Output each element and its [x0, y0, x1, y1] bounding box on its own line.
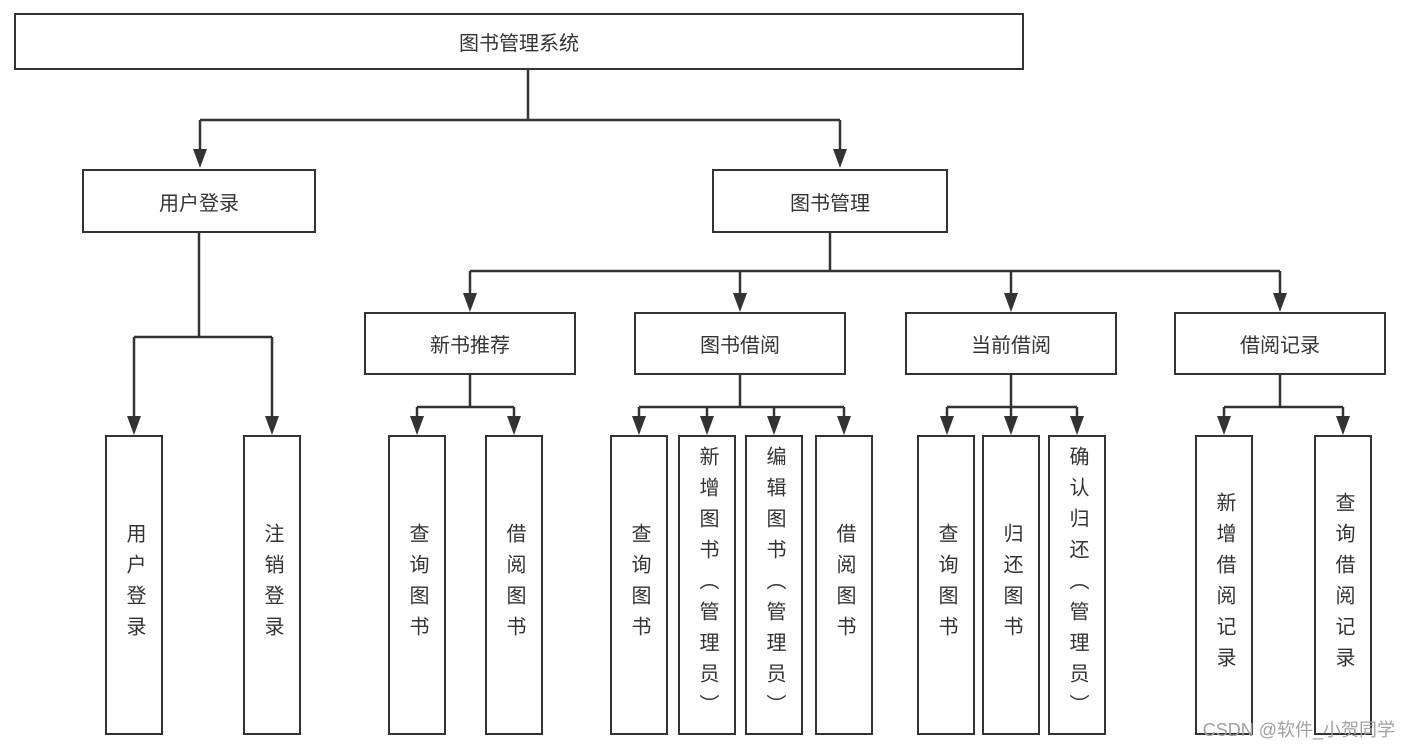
- arrowhead: [733, 293, 747, 312]
- arrowhead: [1004, 293, 1018, 312]
- leaf-label: 借阅图书: [503, 523, 525, 647]
- leaf-label: 注销登录: [261, 523, 283, 647]
- arrowhead: [1004, 416, 1018, 435]
- leaf-logout: 注销登录: [243, 435, 301, 735]
- arrowhead: [767, 416, 781, 435]
- leaf-borrow-books: 借阅图书: [815, 435, 873, 735]
- leaf-label: 编辑图书（管理员）: [763, 445, 785, 725]
- node-book-borrowing: 图书借阅: [634, 312, 846, 375]
- leaf-label: 查询图书: [935, 523, 957, 647]
- arrowhead: [127, 416, 141, 435]
- leaf-label: 借阅图书: [833, 523, 855, 647]
- arrowhead: [463, 293, 477, 312]
- node-new-book-recommendation: 新书推荐: [364, 312, 576, 375]
- arrowhead: [700, 416, 714, 435]
- node-borrowing-records: 借阅记录: [1174, 312, 1386, 375]
- edge-borrowing-records-to-leaves: [1222, 375, 1345, 419]
- arrowhead: [837, 416, 851, 435]
- leaf-add-books-admin: 新增图书（管理员）: [678, 435, 736, 735]
- leaf-label: 确认归还（管理员）: [1066, 445, 1088, 725]
- arrowhead: [410, 416, 424, 435]
- edge-new-books-to-leaves: [415, 375, 516, 419]
- leaf-query-books-current: 查询图书: [917, 435, 975, 735]
- leaf-label: 用户登录: [123, 523, 145, 647]
- leaf-label: 新增借阅记录: [1213, 492, 1235, 678]
- node-library-system: 图书管理系统: [14, 13, 1024, 70]
- arrowhead: [1070, 416, 1084, 435]
- leaf-label: 查询图书: [406, 523, 428, 647]
- csdn-watermark: CSDN @软件_小贺同学: [1202, 720, 1395, 740]
- node-user-login: 用户登录: [82, 169, 316, 233]
- leaf-query-borrow-record: 查询借阅记录: [1314, 435, 1372, 735]
- leaf-return-books: 归还图书: [982, 435, 1040, 735]
- arrowhead: [940, 416, 954, 435]
- arrowhead: [1217, 416, 1231, 435]
- arrowhead: [632, 416, 646, 435]
- leaf-user-login: 用户登录: [105, 435, 163, 735]
- edge-root-to-level1: [198, 70, 842, 152]
- leaf-label: 新增图书（管理员）: [696, 445, 718, 725]
- node-book-management: 图书管理: [712, 169, 948, 233]
- node-current-borrowing: 当前借阅: [905, 312, 1117, 375]
- arrowhead: [1273, 293, 1287, 312]
- arrowhead: [507, 416, 521, 435]
- edge-book-borrowing-to-leaves: [637, 375, 846, 419]
- arrowhead: [833, 149, 847, 168]
- arrowhead: [1336, 416, 1350, 435]
- leaf-query-books-borrowing: 查询图书: [610, 435, 668, 735]
- leaf-add-borrow-record: 新增借阅记录: [1195, 435, 1253, 735]
- leaf-label: 查询借阅记录: [1332, 492, 1354, 678]
- arrowhead: [265, 416, 279, 435]
- arrowhead: [193, 149, 207, 168]
- leaf-query-books-recommend: 查询图书: [388, 435, 446, 735]
- leaf-label: 查询图书: [628, 523, 650, 647]
- leaf-borrow-books-recommend: 借阅图书: [485, 435, 543, 735]
- edge-current-borrowing-to-leaves: [945, 375, 1079, 419]
- leaf-confirm-return-admin: 确认归还（管理员）: [1048, 435, 1106, 735]
- edge-user-login-to-leaves: [132, 233, 274, 419]
- leaf-edit-books-admin: 编辑图书（管理员）: [745, 435, 803, 735]
- edge-book-management-to-level2: [468, 233, 1282, 296]
- leaf-label: 归还图书: [1000, 523, 1022, 647]
